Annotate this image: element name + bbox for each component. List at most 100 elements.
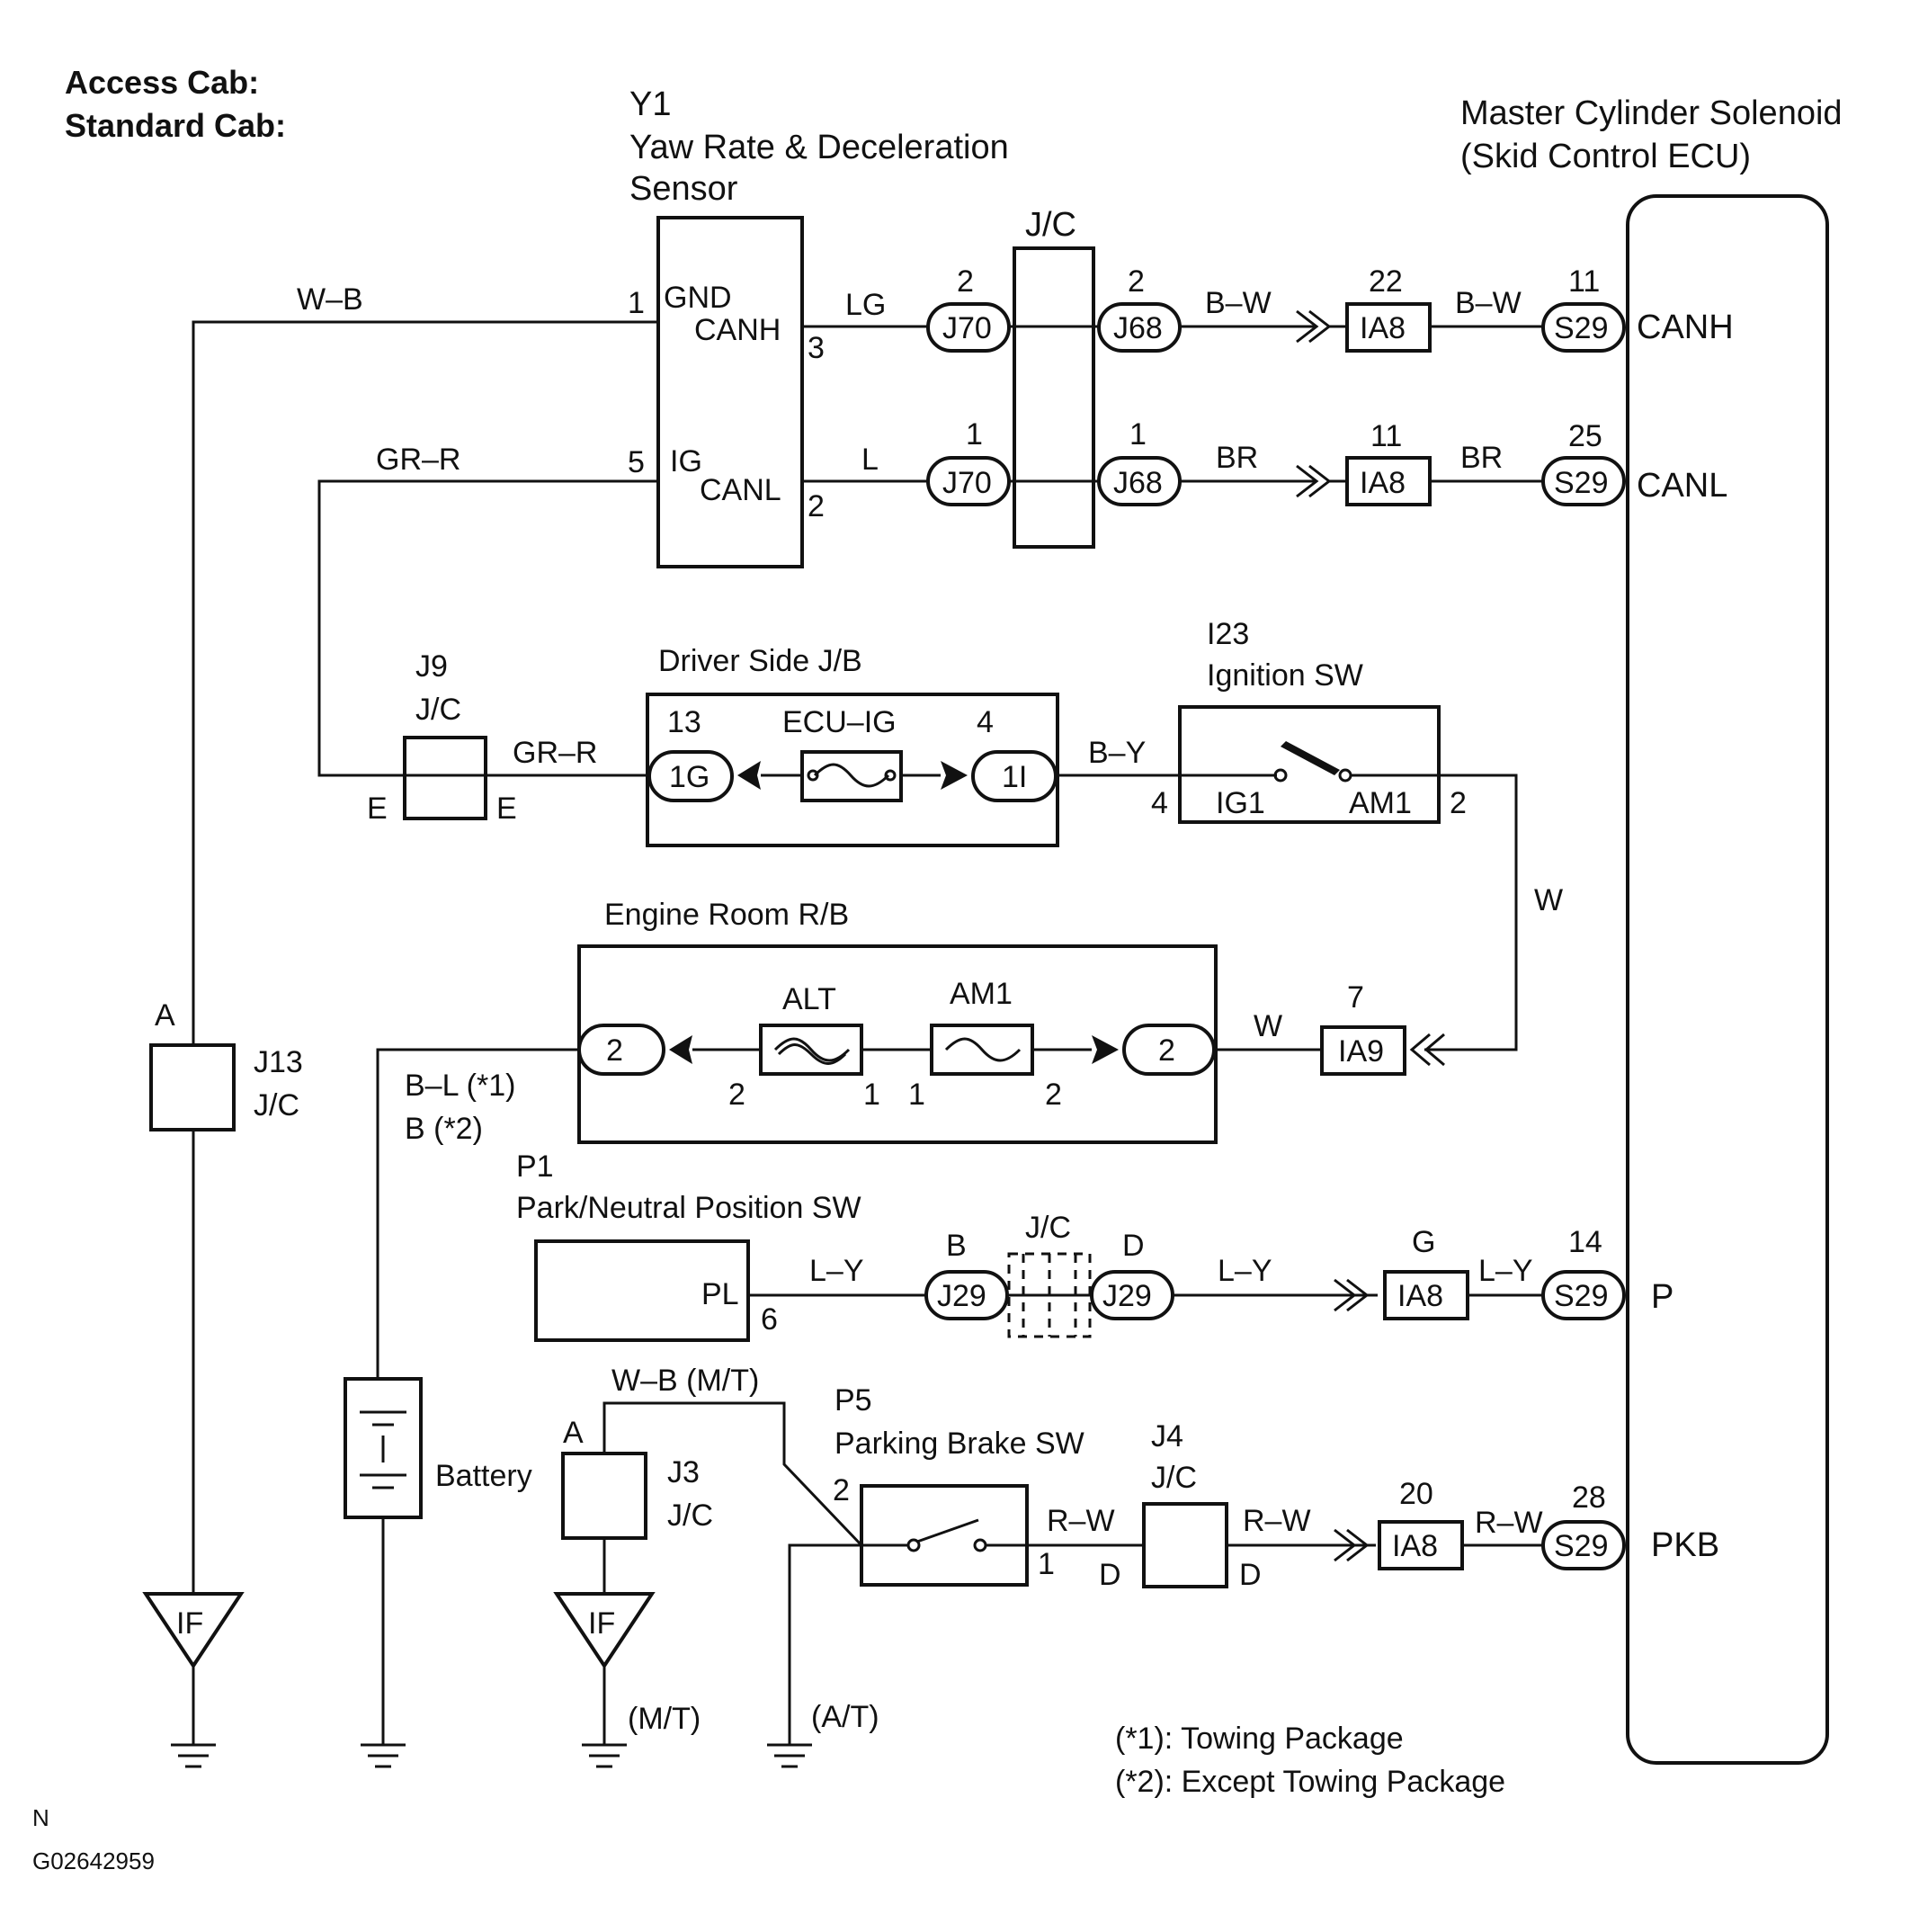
yaw-pin-ig: IG (670, 444, 702, 479)
j13-box (149, 1043, 236, 1131)
ground-if-label-2: IF (588, 1606, 615, 1641)
ia9-pin7: 7 (1347, 980, 1364, 1015)
fuse-ecu-ig-label: ECU–IG (782, 705, 897, 739)
ignition-sw-code: I23 (1207, 617, 1249, 651)
wire-label-rw: R–W (1047, 1504, 1115, 1538)
ecu-pin-p: P (1651, 1278, 1673, 1316)
alt-pin2: 2 (728, 1078, 745, 1112)
connector-s29-pkb (1541, 1520, 1626, 1570)
connector-ia9 (1320, 1025, 1406, 1076)
arrow-left-icon (737, 761, 761, 790)
wire-label-b: B (*2) (405, 1112, 483, 1146)
battery-label: Battery (435, 1459, 532, 1493)
connector-s29-p (1541, 1270, 1626, 1320)
j70-bottom-pin: 1 (966, 417, 983, 452)
inline-arrow (1346, 1528, 1370, 1562)
header-access-cab: Access Cab: (65, 64, 259, 101)
s29-pin25: 25 (1568, 419, 1602, 453)
ignition-sw-name: Ignition SW (1207, 658, 1363, 693)
fuse-icon (813, 763, 890, 788)
j9-pin-left: E (367, 792, 388, 826)
j9-label: J/C (415, 693, 461, 727)
connector-s29-label-2: S29 (1554, 466, 1609, 500)
ia8-pin20: 20 (1399, 1477, 1433, 1511)
skid-control-ecu: Master Cylinder Solenoid (Skid Control E… (1460, 94, 1843, 1765)
yaw-pin3-num: 3 (808, 331, 825, 365)
wire-label-l: L (861, 443, 879, 477)
ia8-pin22: 22 (1369, 264, 1403, 299)
ia8-pin-g: G (1412, 1225, 1435, 1259)
engine-rb-conn-left-label: 2 (606, 1033, 623, 1068)
note-except-towing: (*2): Except Towing Package (1115, 1765, 1505, 1799)
wire-label-br: BR (1216, 441, 1258, 475)
wire-label-grr-top: GR–R (376, 443, 460, 477)
ecu-pin-canh: CANH (1637, 309, 1734, 346)
yaw-sensor-code: Y1 (629, 85, 671, 123)
j3-code: J3 (667, 1455, 700, 1489)
connector-ia8-label-2: IA8 (1360, 466, 1406, 500)
s29-pin14: 14 (1568, 1225, 1602, 1259)
note-towing: (*1): Towing Package (1115, 1722, 1404, 1756)
j9-code: J9 (415, 649, 448, 684)
figure-id: G02642959 (32, 1847, 155, 1874)
ignition-sw-box (1178, 705, 1441, 824)
j4-code: J4 (1151, 1419, 1183, 1453)
wire-battery-feed (376, 1048, 579, 1379)
engine-rb-conn-right-label: 2 (1158, 1033, 1175, 1068)
ground-mt-note: (M/T) (628, 1702, 701, 1736)
p1-box (534, 1239, 750, 1342)
arrow-right-icon (941, 761, 968, 790)
wire-label-wb-mt: W–B (M/T) (611, 1364, 759, 1398)
wire-label-bl: B–L (*1) (405, 1069, 515, 1103)
connector-j68-label: J68 (1113, 311, 1163, 345)
am1-pin1: 1 (908, 1078, 925, 1112)
connector-j70-label: J70 (942, 311, 992, 345)
connector-ia8-label-4: IA8 (1392, 1529, 1438, 1563)
j68-top-pin: 2 (1128, 264, 1145, 299)
yaw-pin2-num: 2 (808, 489, 825, 523)
ground-triangle-icon (553, 1592, 656, 1669)
wire-label-br-2: BR (1460, 441, 1503, 475)
p5-pin2: 2 (833, 1473, 850, 1507)
wire-label-rw-2: R–W (1243, 1504, 1311, 1538)
connector-1g-label: 1G (669, 760, 710, 794)
jc-top-label: J/C (1025, 206, 1076, 244)
footer-n: N (32, 1804, 49, 1831)
j68-bottom-pin: 1 (1129, 417, 1147, 452)
ign-contact (1273, 768, 1288, 783)
yaw-pin-gnd: GND (664, 281, 732, 315)
p5-switch-lever-icon (916, 1518, 979, 1543)
p1-name: Park/Neutral Position SW (516, 1191, 861, 1225)
p5-pin1: 1 (1038, 1547, 1055, 1581)
wire-grr-left (317, 479, 658, 777)
connector-1i-label: 1I (1002, 760, 1027, 794)
wire-label-by: B–Y (1088, 736, 1146, 770)
jc-top-box (1013, 246, 1095, 549)
ecu-box (1626, 194, 1829, 1765)
driver-jb-label: Driver Side J/B (658, 644, 862, 678)
wire-label-ly-3: L–Y (1478, 1254, 1533, 1288)
j29-pin-b: B (946, 1229, 967, 1263)
inline-arrow (1334, 1278, 1357, 1312)
j4-pin-right: D (1239, 1558, 1262, 1592)
connector-j29-label: J29 (937, 1279, 986, 1313)
ground-battery (361, 1743, 406, 1768)
j13-label: J/C (254, 1088, 299, 1123)
p5-name: Parking Brake SW (835, 1427, 1084, 1461)
ia8-pin11: 11 (1370, 419, 1402, 453)
connector-j68-label-2: J68 (1113, 466, 1163, 500)
j3-pin: A (563, 1416, 584, 1450)
j9-box (403, 736, 487, 820)
connector-1g (647, 750, 734, 802)
fuse-terminal (884, 769, 897, 782)
fuse-alt-icon (773, 1037, 851, 1062)
j9-pin-right: E (496, 792, 517, 826)
inline-arrow (1424, 1033, 1445, 1067)
yaw-sensor-box (656, 216, 804, 568)
wire-w-right (1424, 774, 1518, 1051)
arrow-right-icon (1092, 1035, 1119, 1064)
alt-pin1: 1 (863, 1078, 880, 1112)
am1-pin2: 2 (1045, 1078, 1062, 1112)
j13-pin: A (155, 998, 175, 1033)
